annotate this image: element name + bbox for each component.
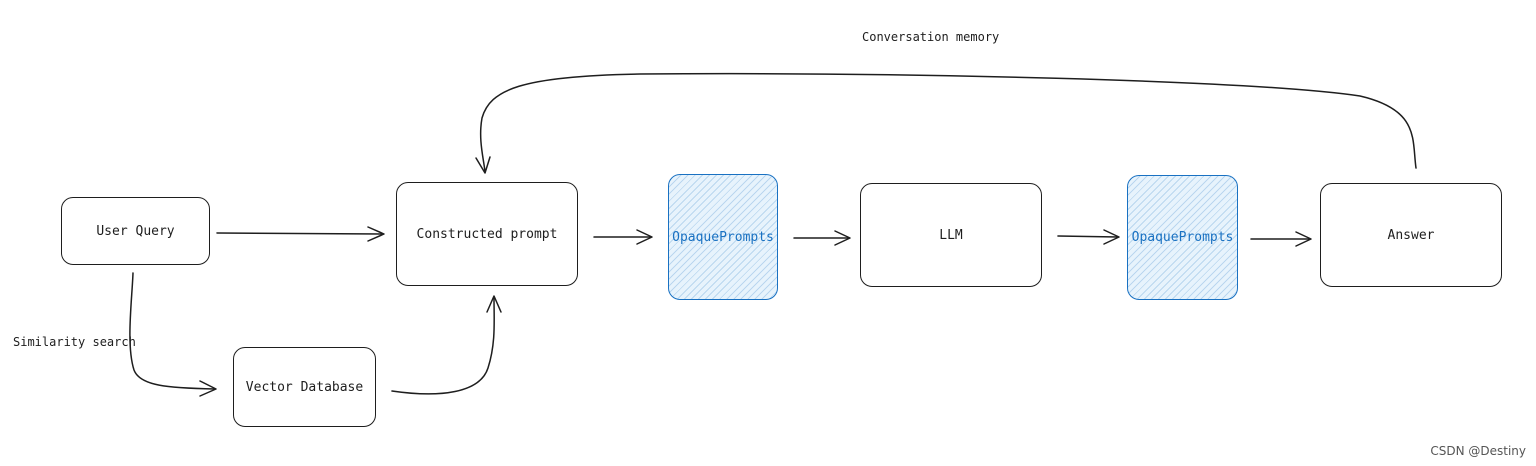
llm-node: LLM: [860, 183, 1042, 287]
edge-llm-to-opaque2: [1057, 235, 1119, 238]
edge-llm-to-opaque2-arrowhead: [1103, 229, 1120, 245]
opaque-prompts-node-2: OpaquePrompts: [1127, 175, 1238, 300]
edge-query-to-vector-arrowhead: [199, 380, 217, 397]
edge-memory-loop-arrowhead: [475, 156, 491, 174]
answer-node: Answer: [1320, 183, 1502, 287]
vector-database-node: Vector Database: [233, 347, 376, 427]
edge-query-to-prompt-arrowhead: [367, 226, 385, 242]
constructed-prompt-node: Constructed prompt: [396, 182, 578, 286]
edge-opaque1-to-llm-arrowhead: [834, 230, 851, 246]
edge-query-to-vector: [129, 272, 216, 390]
user-query-node: User Query: [61, 197, 210, 265]
similarity-search-label: Similarity search: [13, 335, 136, 349]
watermark: CSDN @Destiny: [1430, 444, 1526, 458]
edge-prompt-to-opaque1-arrowhead: [636, 229, 653, 245]
edge-vector-to-prompt-arrowhead: [486, 295, 502, 313]
opaque-prompts-node-1: OpaquePrompts: [668, 174, 778, 300]
conversation-memory-label: Conversation memory: [862, 30, 1000, 44]
edge-memory-loop: [479, 72, 1417, 173]
edge-vector-to-prompt: [391, 297, 495, 395]
edge-query-to-prompt: [216, 232, 384, 235]
edge-opaque2-to-answer-arrowhead: [1295, 231, 1312, 247]
